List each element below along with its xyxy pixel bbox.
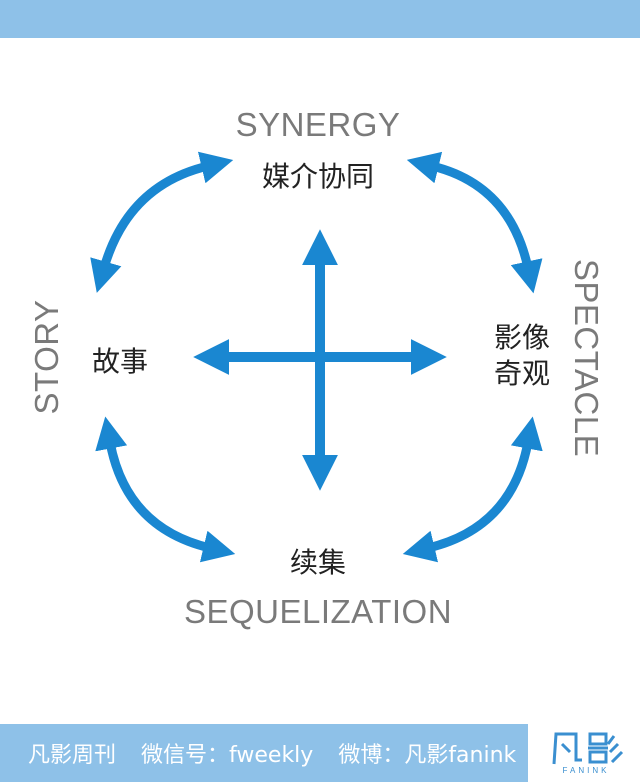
fanink-logo: FANINK <box>528 724 640 782</box>
weibo-id: 微博：凡影fanink <box>338 743 517 768</box>
footer-info: 凡影周刊 微信号：fweekly 微博：凡影fanink <box>28 737 534 769</box>
top-banner <box>0 0 640 38</box>
spectacle-label: SPECTACLE <box>568 258 605 458</box>
arc-synergy-spectacle <box>406 151 543 294</box>
story-label: STORY <box>28 299 65 415</box>
fanink-logo-icon <box>552 732 624 765</box>
story-chinese-label: 故事 <box>92 345 149 378</box>
arc-sequel-story <box>95 416 236 563</box>
cross-arrows <box>193 229 447 491</box>
footer-bar: 凡影周刊 微信号：fweekly 微博：凡影fanink FANINK <box>0 724 640 782</box>
sequelization-label: SEQUELIZATION <box>183 593 453 630</box>
sequelization-chinese-label: 续集 <box>289 546 346 579</box>
publication-name: 凡影周刊 <box>28 743 117 768</box>
fanink-logo-text: FANINK <box>562 766 610 775</box>
synergy-chinese-label: 媒介协同 <box>261 160 374 193</box>
spectacle-chinese-label: 影像奇观 <box>493 321 550 390</box>
arc-story-synergy <box>90 151 234 293</box>
synergy-label: SYNERGY <box>235 106 401 143</box>
wechat-id: 微信号：fweekly <box>141 743 314 768</box>
curved-arrows <box>90 151 543 563</box>
arc-spectacle-sequel <box>402 416 543 563</box>
